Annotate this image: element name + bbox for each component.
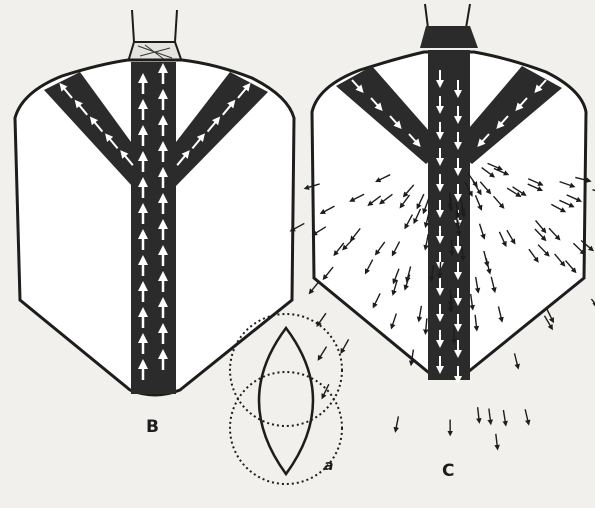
collar-right xyxy=(420,26,478,48)
neck-right xyxy=(425,4,470,28)
arrow-mark xyxy=(546,308,552,321)
neck-left xyxy=(132,10,177,42)
arrow-mark xyxy=(496,434,498,448)
arrow-mark xyxy=(489,409,491,423)
arrow-mark xyxy=(396,416,399,430)
arrow-mark xyxy=(514,353,517,367)
arrow-mark xyxy=(503,410,505,424)
y-band-stem xyxy=(131,62,176,394)
figure-label-a: a xyxy=(324,458,333,474)
vesica-shape xyxy=(259,328,313,474)
chasuble-left xyxy=(15,10,294,395)
figure-label-c: C xyxy=(442,461,454,481)
arrow-mark xyxy=(525,409,528,423)
chasuble-right xyxy=(292,4,595,448)
arrow-mark xyxy=(319,347,326,359)
figure-label-b: B xyxy=(146,417,159,437)
arrow-mark xyxy=(342,339,349,351)
arrow-mark xyxy=(478,407,480,421)
arrow-mark xyxy=(310,281,319,292)
arrow-mark xyxy=(318,313,326,325)
